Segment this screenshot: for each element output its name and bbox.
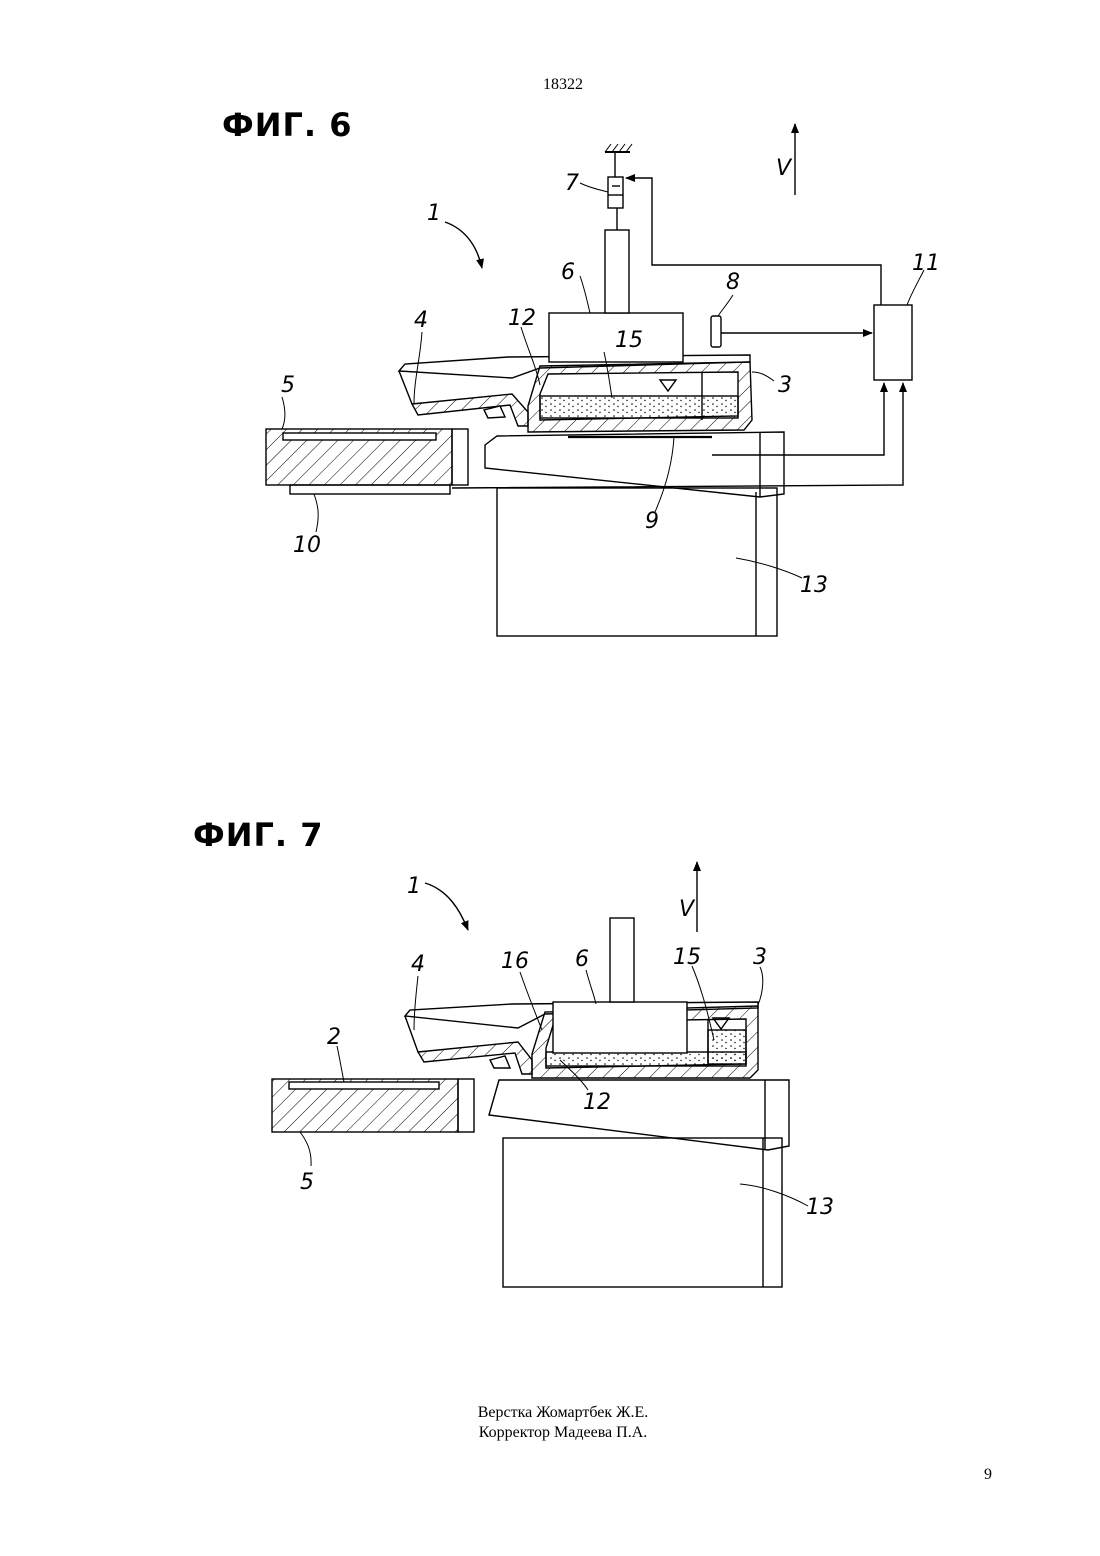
fig7-label-4: 4 (411, 952, 425, 977)
fig6-label-15: 15 (615, 328, 643, 353)
fig6-label-4: 4 (414, 308, 428, 333)
spout-4 (412, 394, 528, 426)
spout-support (490, 1056, 510, 1068)
sensor-8 (711, 316, 721, 347)
page-number: 9 (984, 1466, 992, 1484)
rod (605, 230, 629, 313)
melt-15 (540, 396, 738, 418)
signal-11-to-7 (626, 178, 881, 305)
fig7-label-15: 15 (673, 945, 701, 970)
fig6-label-6: 6 (561, 260, 575, 285)
fig6-label-3: 3 (778, 373, 792, 398)
fig7-label-3: 3 (753, 945, 767, 970)
footer-proofreader-credit: Корректор Мадеева П.А. (0, 1424, 1100, 1442)
figure-6-drawing: 1 3 4 5 6 7 8 9 10 11 12 13 15 V (0, 0, 1100, 700)
fig6-label-11: 11 (912, 251, 940, 276)
tundish-lip-front (405, 1016, 418, 1052)
figure-7-drawing: 1 2 3 4 5 6 12 13 15 16 V (0, 840, 1100, 1320)
fig6-label-1: 1 (427, 201, 441, 226)
base-13 (497, 488, 777, 636)
fig6-label-8: 8 (726, 270, 740, 295)
fig7-label-6: 6 (575, 947, 589, 972)
scale-10 (290, 485, 450, 494)
fig6-label-12: 12 (508, 306, 536, 331)
controller-11 (874, 305, 912, 380)
table (489, 1080, 789, 1150)
assembly-1-arrow (445, 222, 482, 268)
weight-6 (553, 1002, 687, 1053)
rod (610, 918, 634, 1002)
base-13 (503, 1138, 782, 1287)
actuator-7 (608, 177, 623, 208)
fixed-support-hatch (605, 144, 632, 152)
fig7-label-1: 1 (407, 874, 421, 899)
footer-layout-credit: Верстка Жомартбек Ж.Е. (0, 1404, 1100, 1422)
fig6-label-13: 13 (800, 573, 828, 598)
mould-5-end (458, 1079, 474, 1132)
assembly-1-arrow (425, 883, 468, 930)
fig7-velocity-label: V (679, 897, 696, 922)
fig6-label-10: 10 (293, 533, 321, 558)
fig6-velocity-label: V (776, 156, 793, 181)
fig7-label-2: 2 (327, 1025, 341, 1050)
fig7-label-13: 13 (806, 1195, 834, 1220)
fig6-label-7: 7 (565, 171, 579, 196)
mould-5-cavity-2 (289, 1082, 439, 1089)
mould-5-cavity (283, 433, 436, 440)
fig6-label-5: 5 (281, 373, 295, 398)
spout-4 (418, 1042, 532, 1074)
fig7-label-5: 5 (300, 1170, 314, 1195)
melt-15 (708, 1030, 746, 1064)
fig6-label-9: 9 (645, 509, 659, 534)
tundish-lip-front (399, 371, 412, 404)
mould-5-end (452, 429, 468, 485)
fig7-label-12: 12 (583, 1090, 611, 1115)
fig7-label-16: 16 (501, 949, 529, 974)
